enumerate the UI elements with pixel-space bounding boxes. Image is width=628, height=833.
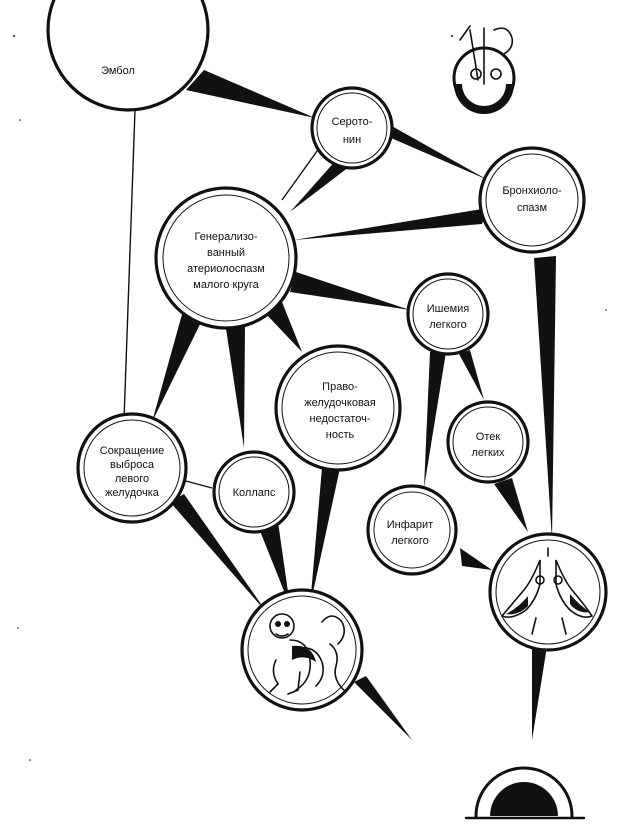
right-failure-label-line-3: недостаточ- <box>310 413 371 425</box>
node-embol: Эмбол <box>46 0 210 112</box>
wedge-generalized-collapse <box>225 322 245 448</box>
infarct-label-line-1: Инфарит <box>387 519 433 531</box>
right-failure-label-line-2: желудочковая <box>304 397 376 409</box>
bronchospasm-circle <box>478 146 586 254</box>
wedge-ischemia-infarct <box>424 352 446 488</box>
serotonin-inner-ring <box>316 92 388 164</box>
wedge-bronchospasm-generalized <box>294 208 488 240</box>
edema-label-line-1: Отек <box>476 431 501 443</box>
wedge-generalized-left-output <box>152 300 206 422</box>
lungs-figure-icon <box>500 547 594 635</box>
death-inner-ring <box>247 595 357 705</box>
right-failure-label-line-4: ность <box>326 429 355 441</box>
node-ischemia: Ишемия легкого <box>406 272 490 356</box>
wedge-bronchospasm-lungs <box>534 256 556 540</box>
left-output-label-line-3: левого <box>115 473 149 485</box>
wedge-infarct-lungs <box>460 548 492 570</box>
embol-circle <box>46 0 210 112</box>
node-infarct: Инфарит легкого <box>366 484 458 576</box>
embol-label-line-1: Эмбол <box>101 65 135 77</box>
right-failure-label-line-1: Право- <box>322 381 358 393</box>
wedge-left-output-death <box>170 494 268 614</box>
generalized-label-line-3: атериолоспазм <box>187 263 265 275</box>
collapse-circle <box>212 450 296 534</box>
left-output-label-line-1: Сокращение <box>100 445 165 457</box>
node-generalized: Генерализо- ванный атериолоспазм малого … <box>154 186 298 330</box>
infarct-inner-ring <box>373 491 451 569</box>
node-edema: Отек легких <box>446 400 530 484</box>
ischemia-inner-ring <box>412 278 484 350</box>
node-death <box>240 588 364 712</box>
wedge-collapse-death <box>258 522 290 606</box>
wedge-lungs-bottom <box>532 640 548 740</box>
right-failure-circle <box>274 344 402 472</box>
generalized-label-line-2: ванный <box>207 247 245 259</box>
collapse-label-line-1: Коллапс <box>233 487 276 499</box>
node-lungs <box>488 532 608 652</box>
lungs-inner-ring <box>495 539 601 645</box>
wedge-serotonin-bronchospasm <box>381 120 488 180</box>
wedge-generalized-right-failure <box>266 302 302 352</box>
bronchospasm-label-line-2: спазм <box>517 202 547 214</box>
print-specks <box>13 35 607 761</box>
infarct-label-line-2: легкого <box>391 535 429 547</box>
serotonin-label-line-2: нин <box>343 134 361 146</box>
infarct-circle <box>366 484 458 576</box>
left-output-circle <box>76 412 188 524</box>
wedge-right-failure-death <box>310 468 340 606</box>
right-failure-inner-ring <box>281 351 395 465</box>
collapse-inner-ring <box>218 456 290 528</box>
wedge-connectors <box>152 70 556 740</box>
node-right-failure: Право- желудочковая недостаточ- ность <box>274 344 402 472</box>
left-output-label-line-2: выброса <box>110 459 155 471</box>
wedge-serotonin-generalized <box>290 158 358 212</box>
generalized-label-line-4: малого круга <box>193 279 259 291</box>
half-sun-icon <box>464 766 586 820</box>
edema-circle <box>446 400 530 484</box>
wedge-embol-serotonin <box>186 70 315 118</box>
node-collapse: Коллапс <box>212 450 296 534</box>
serotonin-circle <box>310 86 394 170</box>
ischemia-label-line-1: Ишемия <box>427 303 470 315</box>
generalized-circle <box>154 186 298 330</box>
ischemia-circle <box>406 272 490 356</box>
connector-left-output-collapse <box>181 479 213 489</box>
edema-label-line-2: легких <box>471 447 505 459</box>
skeleton-figure-icon <box>269 613 347 695</box>
lungs-circle <box>488 532 608 652</box>
left-output-inner-ring <box>83 419 181 517</box>
edema-inner-ring <box>452 406 524 478</box>
node-serotonin: Серото- нин <box>310 86 394 170</box>
wedge-generalized-ischemia <box>290 272 410 310</box>
connector-embol-left-output <box>123 109 136 421</box>
ischemia-label-line-2: легкого <box>429 319 467 331</box>
node-bronchospasm: Бронхиоло- спазм <box>478 146 586 254</box>
generalized-inner-ring <box>162 194 290 322</box>
wedge-edema-lungs <box>494 478 528 532</box>
bronchospasm-label-line-1: Бронхиоло- <box>502 185 562 197</box>
left-output-label-line-4: желудочка <box>105 487 160 499</box>
wedge-ischemia-edema <box>459 350 484 400</box>
wedge-death-bottom <box>354 676 412 740</box>
bronchospasm-inner-ring <box>485 153 579 247</box>
medical-emblem-icon <box>452 25 516 114</box>
serotonin-label-line-1: Серото- <box>332 116 373 128</box>
node-left-output: Сокращение выброса левого желудочка <box>76 412 188 524</box>
generalized-label-line-1: Генерализо- <box>194 231 257 243</box>
